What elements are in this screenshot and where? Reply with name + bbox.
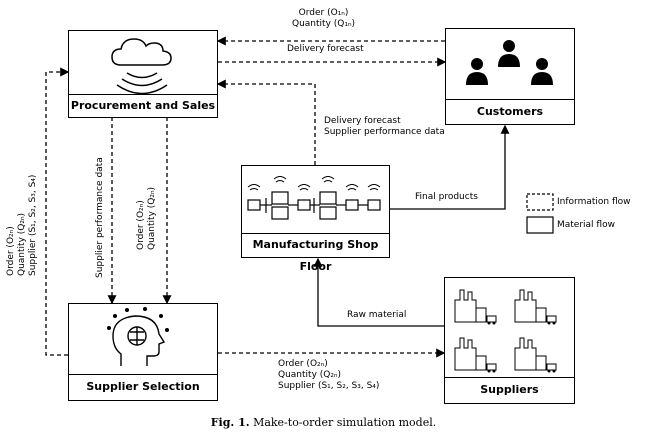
legend-material-swatch xyxy=(526,216,554,234)
legend-material-label: Material flow xyxy=(557,220,615,230)
bottom-order-label: Order (O₂ₙ) Quantity (Q₂ₙ) Supplier (S₁,… xyxy=(278,359,380,391)
supplier-selection-node: Supplier Selection xyxy=(68,303,218,401)
customers-node: Customers xyxy=(445,28,575,125)
brain-head-icon xyxy=(107,307,169,366)
left-vertical-label: Order (O₂ₙ) Quantity (Q₂ₙ) Supplier (S₁,… xyxy=(6,174,38,276)
supplier-selection-title: Supplier Selection xyxy=(69,374,217,400)
procurement-sales-node: Procurement and Sales xyxy=(68,30,218,118)
machines-icon xyxy=(247,176,381,220)
figure-caption: Fig. 1. Make-to-order simulation model. xyxy=(0,416,647,429)
factories-icon xyxy=(454,289,557,373)
manufacturing-node: Manufacturing Shop Floor xyxy=(241,165,390,273)
suppliers-node: Suppliers xyxy=(444,277,575,404)
supplier-perf-vertical-label: Supplier performance data xyxy=(95,157,105,278)
final-products-line xyxy=(390,124,510,210)
manufacturing-title: Manufacturing Shop Floor xyxy=(242,233,389,273)
customer-forecast-line xyxy=(216,79,316,165)
legend-info-swatch xyxy=(526,193,554,211)
procurement-sales-title: Procurement and Sales xyxy=(69,94,217,117)
top-order-label: Order (O₁ₙ) Quantity (Q₁ₙ) xyxy=(292,8,356,29)
final-products-label: Final products xyxy=(415,192,478,202)
raw-material-line xyxy=(313,257,444,327)
raw-material-label: Raw material xyxy=(347,310,407,320)
suppliers-title: Suppliers xyxy=(445,377,574,403)
caption-text: Make-to-order simulation model. xyxy=(253,416,437,429)
order-qty-vertical-label: Order (O₂ₙ) Quantity (Q₂ₙ) xyxy=(136,186,157,250)
left-loop-line xyxy=(45,67,70,356)
mid-forecast-label: Delivery forecast Supplier performance d… xyxy=(324,116,445,137)
delivery-forecast-top-label: Delivery forecast xyxy=(287,44,364,54)
caption-prefix: Fig. 1. xyxy=(210,416,250,429)
legend-info-label: Information flow xyxy=(557,197,631,207)
customers-title: Customers xyxy=(446,99,574,124)
people-icon xyxy=(466,40,553,85)
cloud-wireless-icon xyxy=(111,38,172,95)
